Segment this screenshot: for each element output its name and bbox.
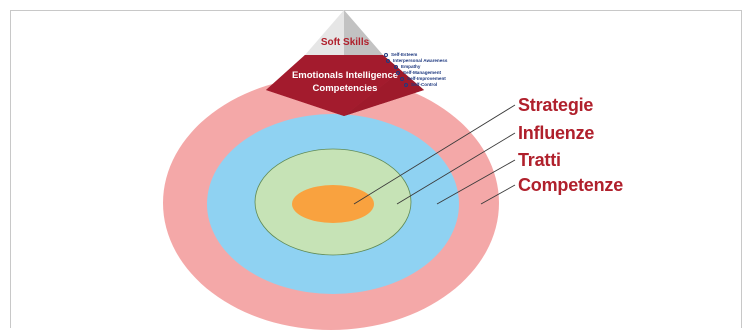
label-tratti: Tratti: [518, 150, 561, 170]
bullet-item: Self-Management: [396, 70, 441, 76]
label-influenze: Influenze: [518, 123, 595, 143]
pointer-competenze: [480, 184, 516, 205]
pointer-strategie: [353, 104, 516, 205]
bullet-item: Self-Esteem: [384, 52, 417, 58]
pyramid-tip-left: [305, 10, 344, 55]
bullet-item: Interpersonal Awareness: [386, 58, 447, 64]
pyramid-base-front: [266, 55, 424, 116]
label-competenze: Competenze: [518, 175, 624, 195]
pointer-influenze: [396, 132, 516, 205]
label-strategie: Strategie: [518, 95, 594, 115]
figure-frame: [10, 10, 742, 328]
pyramid-tip-right: [344, 10, 383, 55]
pyramid-top-label: Soft Skills: [320, 37, 370, 48]
pyramid-base-label-line1: Emotionals Intelligence: [291, 70, 399, 81]
bullet-item: Self-Improvement: [400, 76, 446, 82]
ring-strategie: [292, 185, 374, 223]
pyramid: [266, 10, 424, 116]
bullet-item: Self-Control: [404, 82, 437, 88]
bullet-item: Empathy: [394, 64, 420, 70]
pointer-tratti: [436, 159, 516, 205]
pyramid-base-label-line2: Competencies: [312, 83, 378, 94]
